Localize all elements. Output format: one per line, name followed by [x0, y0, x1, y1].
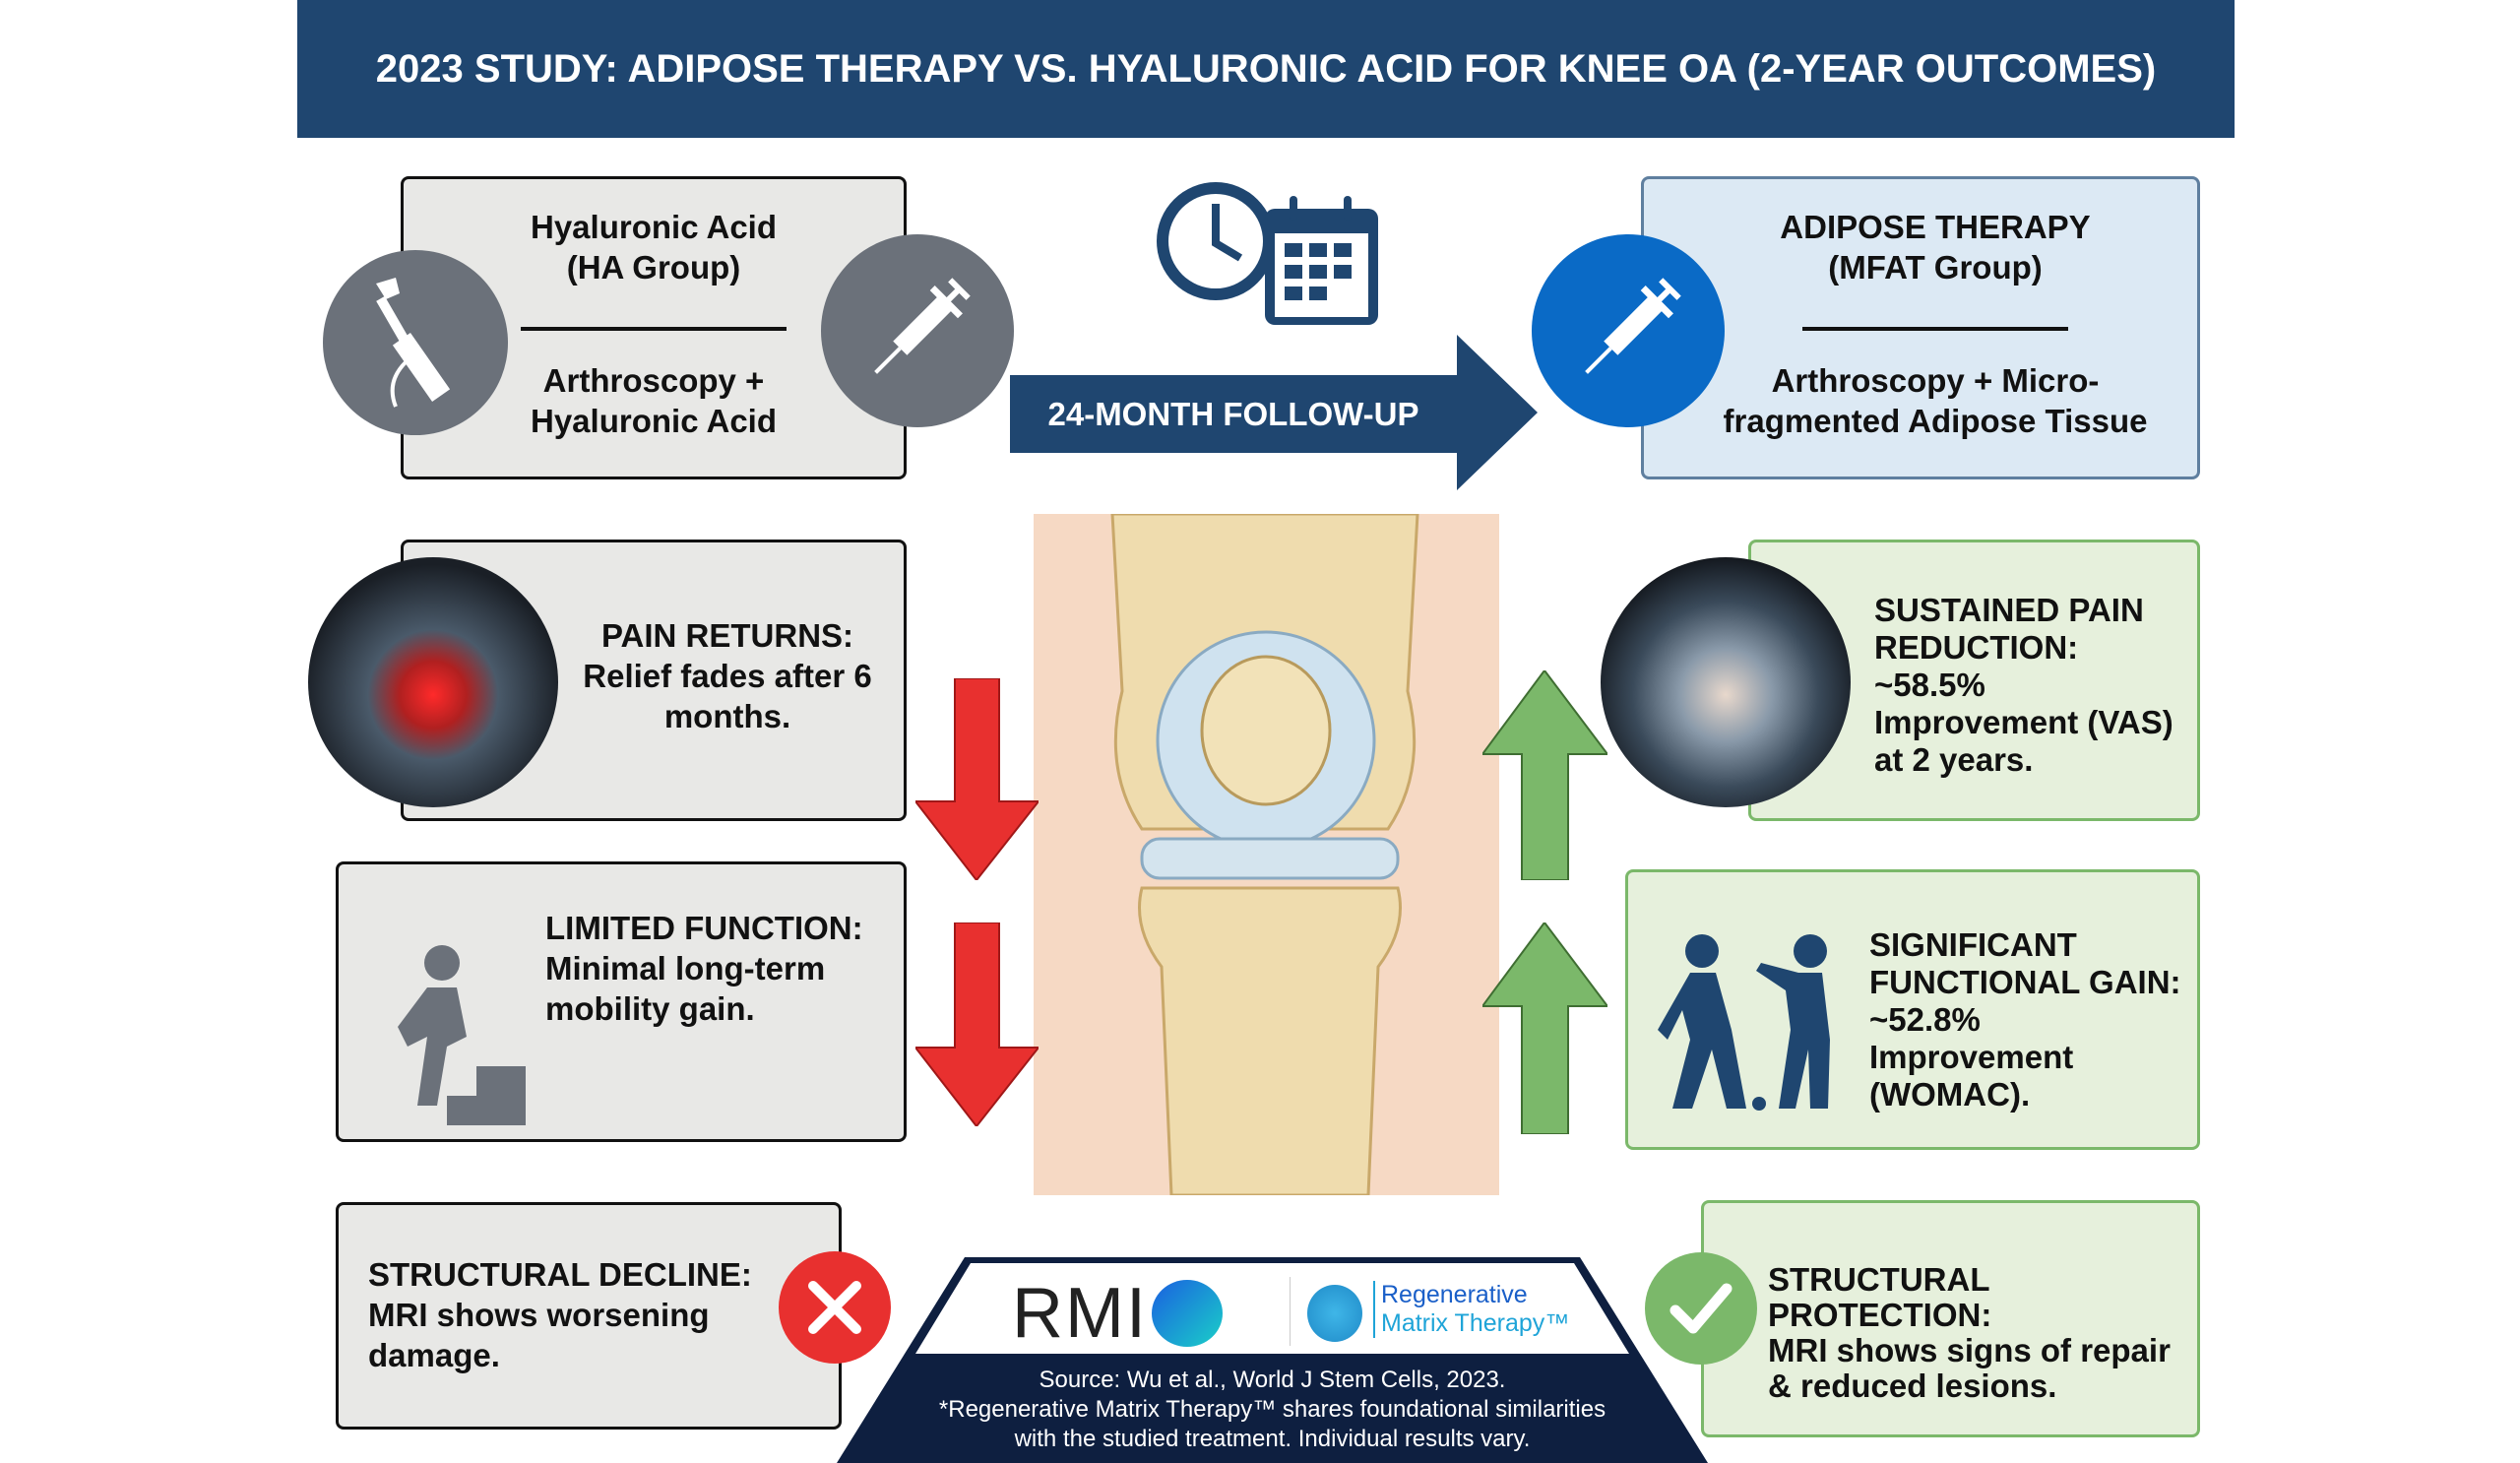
- rmi-logo: RMI: [1012, 1273, 1223, 1354]
- brand-line-1: Regenerative: [1381, 1281, 1528, 1308]
- source-citation: Source: Wu et al., World J Stem Cells, 2…: [1039, 1367, 1506, 1393]
- knee-illustration: [1034, 512, 1499, 1197]
- up-arrow-icon: [1480, 668, 1610, 881]
- down-arrow-icon: [913, 922, 1041, 1128]
- structural-protection-heading: STRUCTURAL PROTECTION:: [1768, 1261, 1992, 1333]
- structural-protection-text: MRI shows signs of repair & reduced lesi…: [1768, 1332, 2171, 1404]
- ha-title-1: Hyaluronic Acid: [531, 209, 777, 245]
- ha-desc-1: Arthroscopy +: [542, 362, 765, 399]
- syringe-icon: [821, 234, 1014, 427]
- followup-label: 24-MONTH FOLLOW-UP: [1047, 395, 1419, 432]
- mfat-title-2: (MFAT Group): [1828, 249, 2043, 286]
- syringe-icon: [1532, 234, 1725, 427]
- limited-function-card: LIMITED FUNCTION: Minimal long-term mobi…: [336, 861, 907, 1142]
- page-title: 2023 STUDY: ADIPOSE THERAPY VS. HYALURON…: [297, 0, 2235, 138]
- globe-mesh-icon: [1307, 1285, 1362, 1342]
- mfat-group-card: ADIPOSE THERAPY (MFAT Group) Arthroscopy…: [1641, 176, 2200, 479]
- brand-name: Regenerative Matrix Therapy™: [1373, 1281, 1569, 1338]
- functional-gain-heading: SIGNIFICANT FUNCTIONAL GAIN:: [1869, 926, 2181, 1000]
- pain-text: Relief fades after 6 months.: [583, 658, 872, 734]
- walking-golfer-icon: [1653, 931, 1859, 1118]
- divider: [1802, 327, 2068, 331]
- sustained-pain-text: ~58.5% Improvement (VAS) at 2 years.: [1874, 667, 2174, 778]
- down-arrow-icon: [913, 677, 1041, 882]
- rmi-logo-mark-icon: [1151, 1280, 1223, 1347]
- x-mark-icon: [779, 1251, 891, 1364]
- footer-text: Source: Wu et al., World J Stem Cells, 2…: [837, 1366, 1708, 1454]
- disclaimer-1: *Regenerative Matrix Therapy™ shares fou…: [938, 1396, 1606, 1423]
- function-text: Minimal long-term mobility gain.: [545, 950, 826, 1027]
- mfat-title-1: ADIPOSE THERAPY: [1780, 209, 2091, 245]
- checkmark-icon: [1645, 1252, 1757, 1365]
- structural-protection-card: STRUCTURAL PROTECTION: MRI shows signs o…: [1701, 1200, 2200, 1437]
- footer-panel: RMI Regenerative Matrix Therapy™ Source:…: [837, 1257, 1708, 1463]
- brand-line-2: Matrix Therapy™: [1381, 1309, 1570, 1337]
- ha-title-2: (HA Group): [566, 249, 741, 286]
- clock-calendar-icon: [1152, 174, 1383, 327]
- structural-decline-card: STRUCTURAL DECLINE: MRI shows worsening …: [336, 1202, 842, 1430]
- sustained-pain-heading: SUSTAINED PAIN REDUCTION:: [1874, 592, 2144, 666]
- rmi-logo-text: RMI: [1012, 1274, 1148, 1353]
- mfat-desc-1: Arthroscopy + Micro-: [1771, 362, 2100, 399]
- structural-decline-text: MRI shows worsening damage.: [368, 1297, 710, 1373]
- followup-arrow: 24-MONTH FOLLOW-UP: [1010, 335, 1538, 490]
- arthroscope-icon: [323, 250, 508, 435]
- structural-decline-heading: STRUCTURAL DECLINE:: [368, 1256, 752, 1293]
- function-heading: LIMITED FUNCTION:: [545, 910, 863, 946]
- disclaimer-2: with the studied treatment. Individual r…: [1014, 1426, 1531, 1452]
- divider: [521, 327, 787, 331]
- pain-heading: PAIN RETURNS:: [600, 617, 854, 654]
- divider: [1290, 1277, 1291, 1346]
- ha-desc-2: Hyaluronic Acid: [531, 403, 777, 439]
- xray-inflamed-knee-image: [308, 557, 558, 807]
- up-arrow-icon: [1480, 921, 1610, 1135]
- functional-gain-text: ~52.8% Improvement (WOMAC).: [1869, 1001, 2074, 1113]
- mfat-desc-2: fragmented Adipose Tissue: [1723, 403, 2148, 439]
- person-climbing-stairs-icon: [358, 938, 536, 1135]
- xray-healthy-knee-image: [1601, 557, 1851, 807]
- functional-gain-card: SIGNIFICANT FUNCTIONAL GAIN: ~52.8% Impr…: [1625, 869, 2200, 1150]
